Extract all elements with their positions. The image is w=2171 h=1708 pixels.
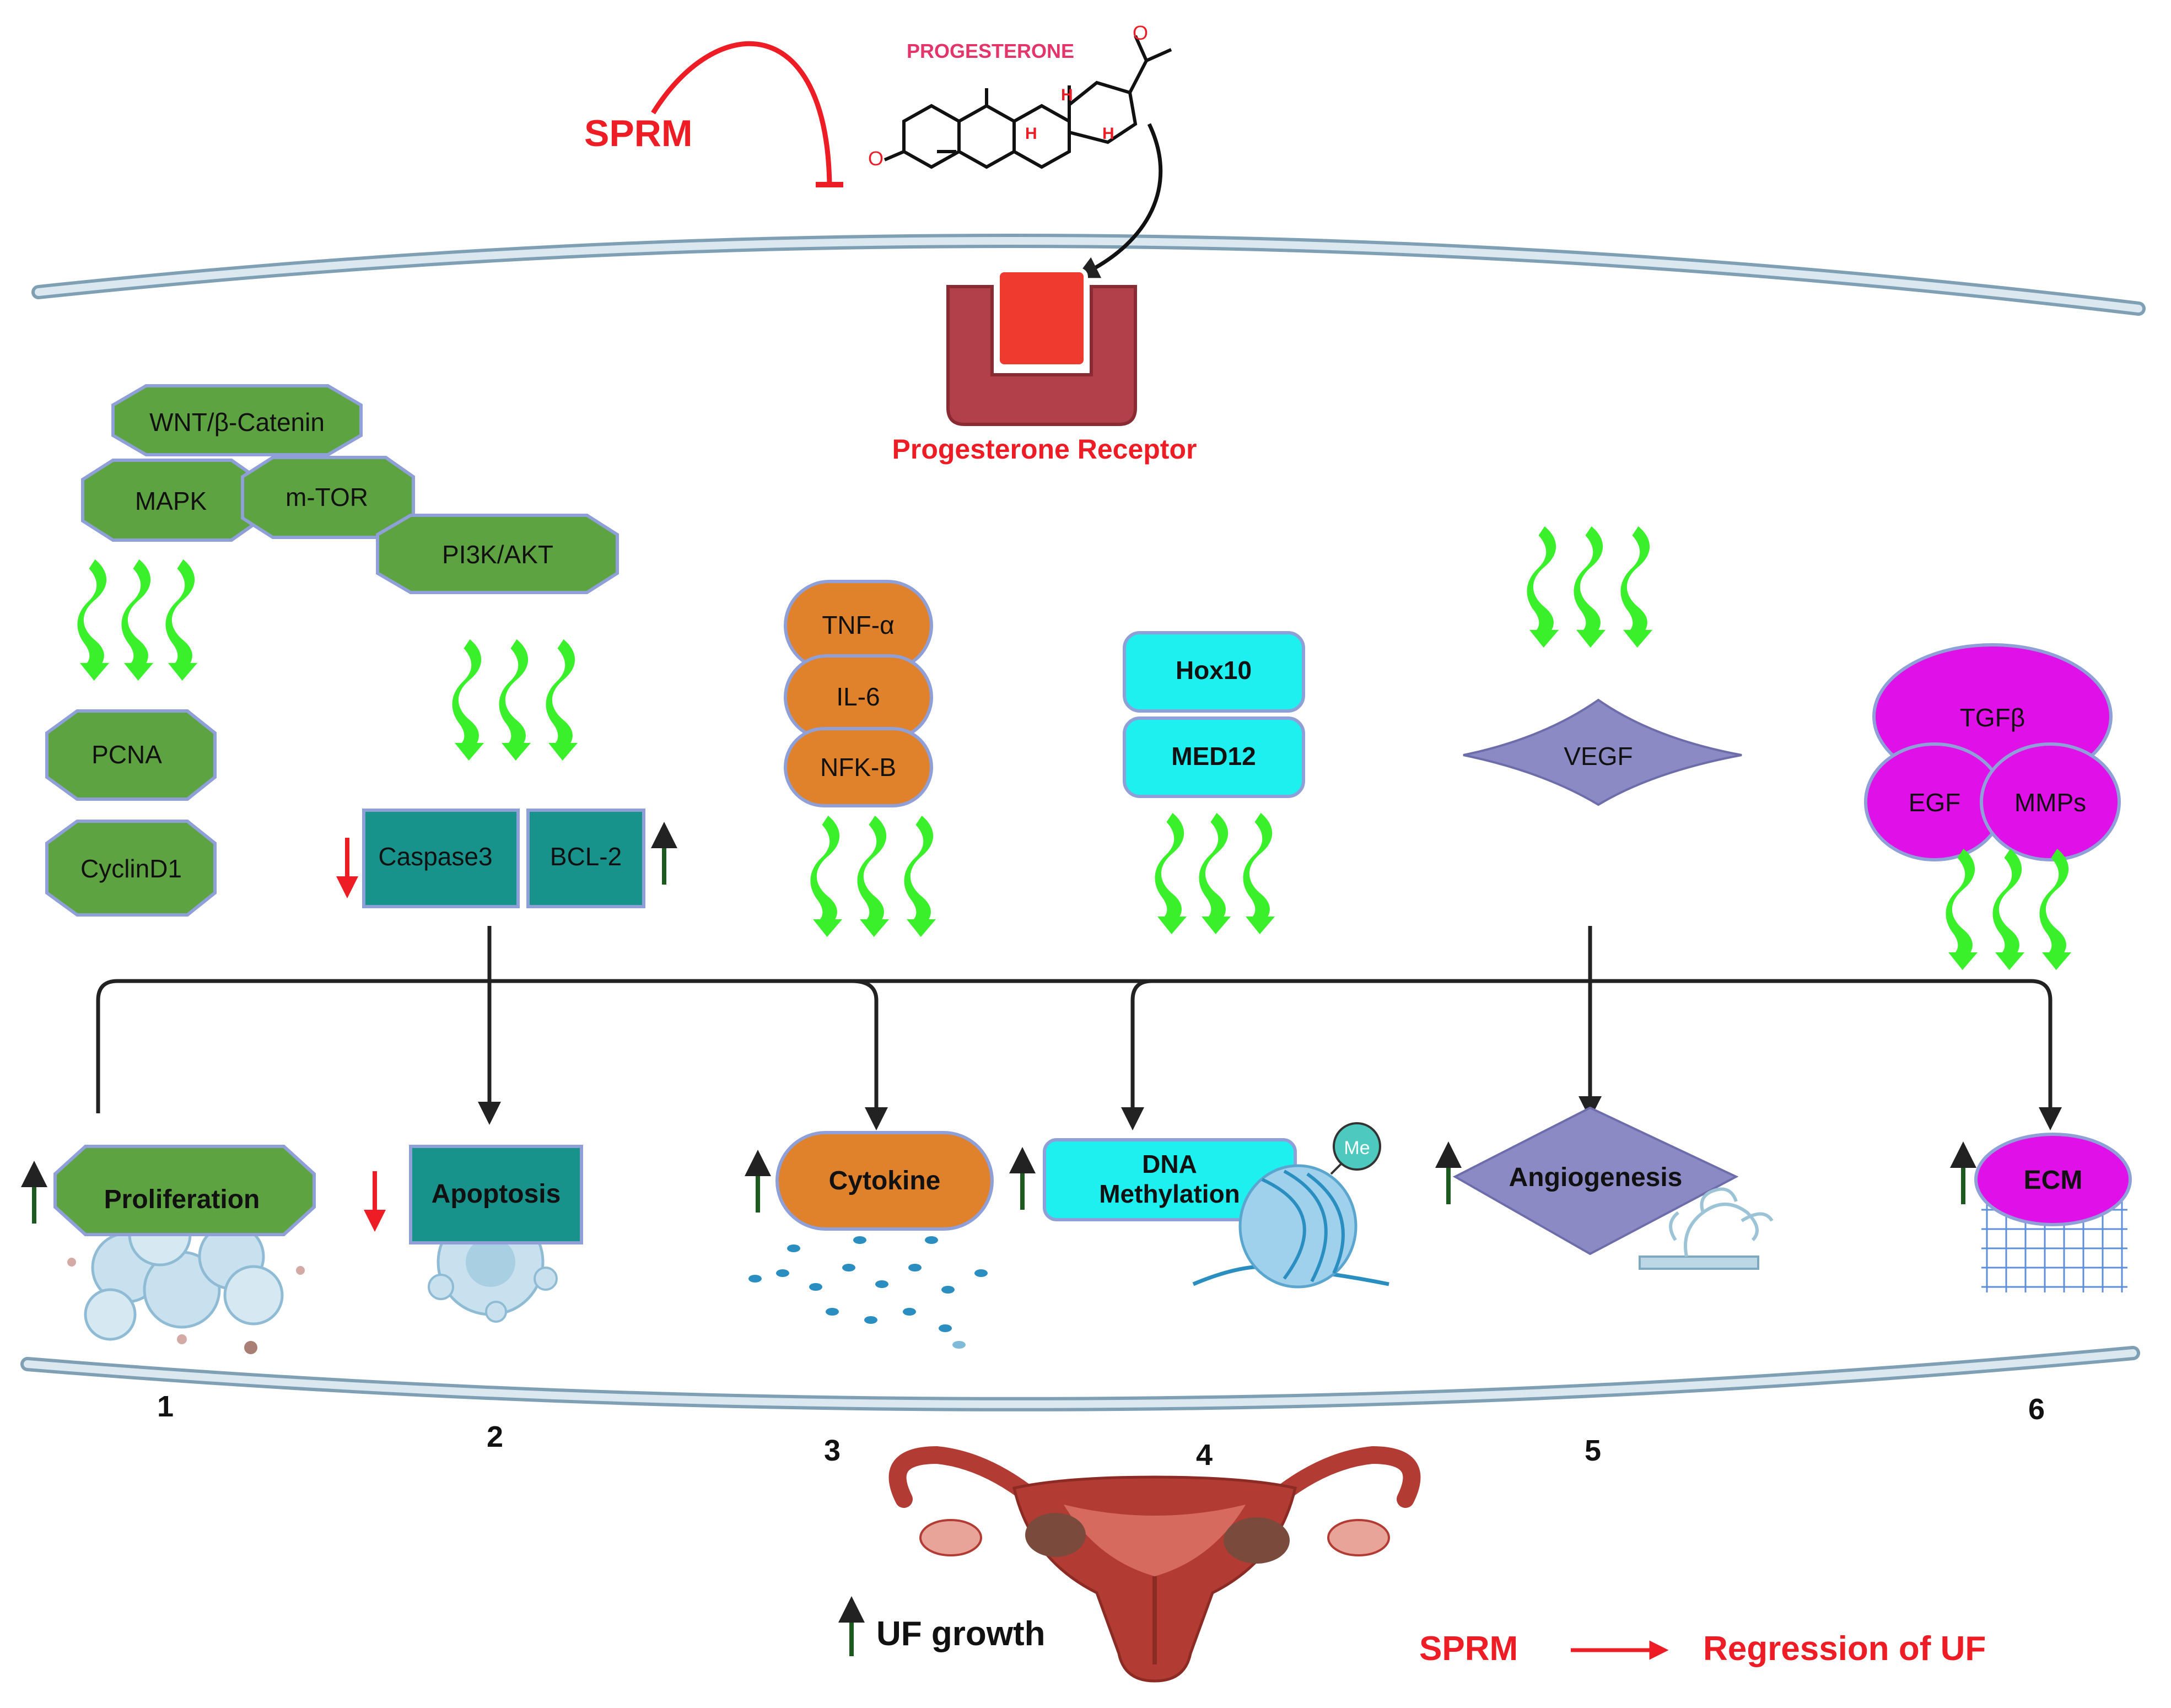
number-3: 3 [824, 1434, 841, 1467]
signal-waves-1 [77, 559, 198, 681]
il6-label: IL-6 [836, 682, 880, 711]
box-bcl2: BCL-2 [526, 809, 645, 908]
fibroid-right [1224, 1517, 1290, 1564]
hox10-label: Hox10 [1176, 656, 1252, 685]
hex-mtor: m-TOR [241, 456, 415, 539]
ellipse-egf: EGF [1864, 742, 2005, 861]
dna-label-line2: Methylation [1099, 1179, 1240, 1208]
med12-label: MED12 [1171, 742, 1256, 771]
pill-tnf: TNF-α [784, 580, 933, 671]
box-dna-methylation: DNA Methylation [1043, 1138, 1297, 1221]
box-apoptosis: Apoptosis [409, 1145, 583, 1244]
signal-waves-2 [452, 639, 578, 761]
progesterone-label: PROGESTERONE [907, 40, 1074, 62]
diamond-vegf: VEGF [1463, 698, 1742, 806]
hex-proliferation: Proliferation [53, 1145, 316, 1236]
wnt-label: WNT/β-Catenin [149, 408, 325, 437]
uterus-icon [888, 1446, 1421, 1683]
cytokine-particles-icon [748, 1236, 988, 1349]
signal-waves-3 [810, 816, 936, 937]
hydrogen-3: H [1102, 125, 1114, 143]
proliferation-label: Proliferation [104, 1185, 260, 1214]
oxygen-left: O [868, 147, 884, 170]
egf-label: EGF [1909, 788, 1961, 817]
hydrogen-1: H [1061, 86, 1073, 104]
hex-pcna: PCNA [45, 709, 217, 801]
pill-il6: IL-6 [784, 654, 933, 740]
cytokine-label: Cytokine [829, 1166, 941, 1195]
uf-growth-label: UF growth [876, 1615, 1046, 1653]
pill-nfkb: NFK-B [784, 727, 933, 807]
ecm-label: ECM [2024, 1166, 2083, 1195]
regression-label: Regression of UF [1703, 1630, 1986, 1668]
box-med12: MED12 [1123, 716, 1305, 798]
hex-pi3k: PI3K/AKT [376, 514, 619, 594]
dna-label-line1: DNA [1142, 1150, 1197, 1178]
box-caspase3: Caspase3 [362, 809, 520, 908]
number-2: 2 [487, 1420, 503, 1453]
bottom-membrane [20, 1346, 2140, 1411]
hex-mapk: MAPK [81, 459, 261, 542]
fibroid-left [1025, 1513, 1086, 1557]
sprm-inhibition [651, 41, 843, 187]
hex-cyclind1: CyclinD1 [45, 820, 217, 917]
methyl-group-icon [1333, 1122, 1381, 1171]
signal-waves-4 [1155, 813, 1275, 934]
pill-cytokine: Cytokine [775, 1131, 994, 1231]
top-membrane [31, 233, 2146, 316]
tnf-label: TNF-α [822, 611, 894, 639]
bcl2-label: BCL-2 [550, 842, 622, 871]
number-5: 5 [1585, 1434, 1601, 1467]
nucleosome-icon: Me [1192, 1122, 1389, 1289]
nfkb-label: NFK-B [820, 753, 896, 782]
progesterone-receptor-icon [946, 268, 1137, 426]
me-label: Me [1344, 1138, 1370, 1159]
number-1: 1 [157, 1390, 174, 1423]
caspase3-label: Caspase3 [378, 842, 492, 871]
blood-vessel-icon [1639, 1187, 1774, 1270]
signal-waves-6 [1946, 849, 2072, 970]
diamond-angiogenesis: Angiogenesis [1452, 1106, 1739, 1256]
ellipse-mmps: MMPs [1980, 742, 2121, 861]
receptor-label: Progesterone Receptor [892, 434, 1197, 465]
mapk-label: MAPK [135, 487, 207, 515]
hex-wnt: WNT/β-Catenin [111, 384, 363, 456]
oxygen-top: O [1133, 21, 1148, 44]
pcna-label: PCNA [91, 740, 162, 769]
cyclind1-label: CyclinD1 [80, 854, 182, 883]
mtor-label: m-TOR [285, 483, 368, 511]
progesterone-molecule-icon [884, 35, 1172, 169]
vegf-label: VEGF [1564, 742, 1633, 771]
number-6: 6 [2028, 1393, 2045, 1426]
signal-waves-5 [1527, 526, 1653, 648]
tgfb-label: TGFβ [1960, 703, 2025, 732]
box-hox10: Hox10 [1123, 631, 1305, 713]
number-4: 4 [1196, 1438, 1213, 1472]
sprm-label: SPRM [584, 112, 692, 154]
pi3k-label: PI3K/AKT [442, 540, 553, 569]
hydrogen-2: H [1025, 125, 1037, 143]
binding-arrow [1075, 123, 1163, 278]
mmps-label: MMPs [2014, 788, 2086, 817]
ellipse-ecm: ECM [1974, 1133, 2132, 1226]
connector-arrows [96, 926, 2062, 1130]
apoptosis-label: Apoptosis [432, 1179, 561, 1209]
sprm-bottom-label: SPRM [1419, 1630, 1518, 1668]
angiogenesis-label: Angiogenesis [1509, 1163, 1683, 1192]
